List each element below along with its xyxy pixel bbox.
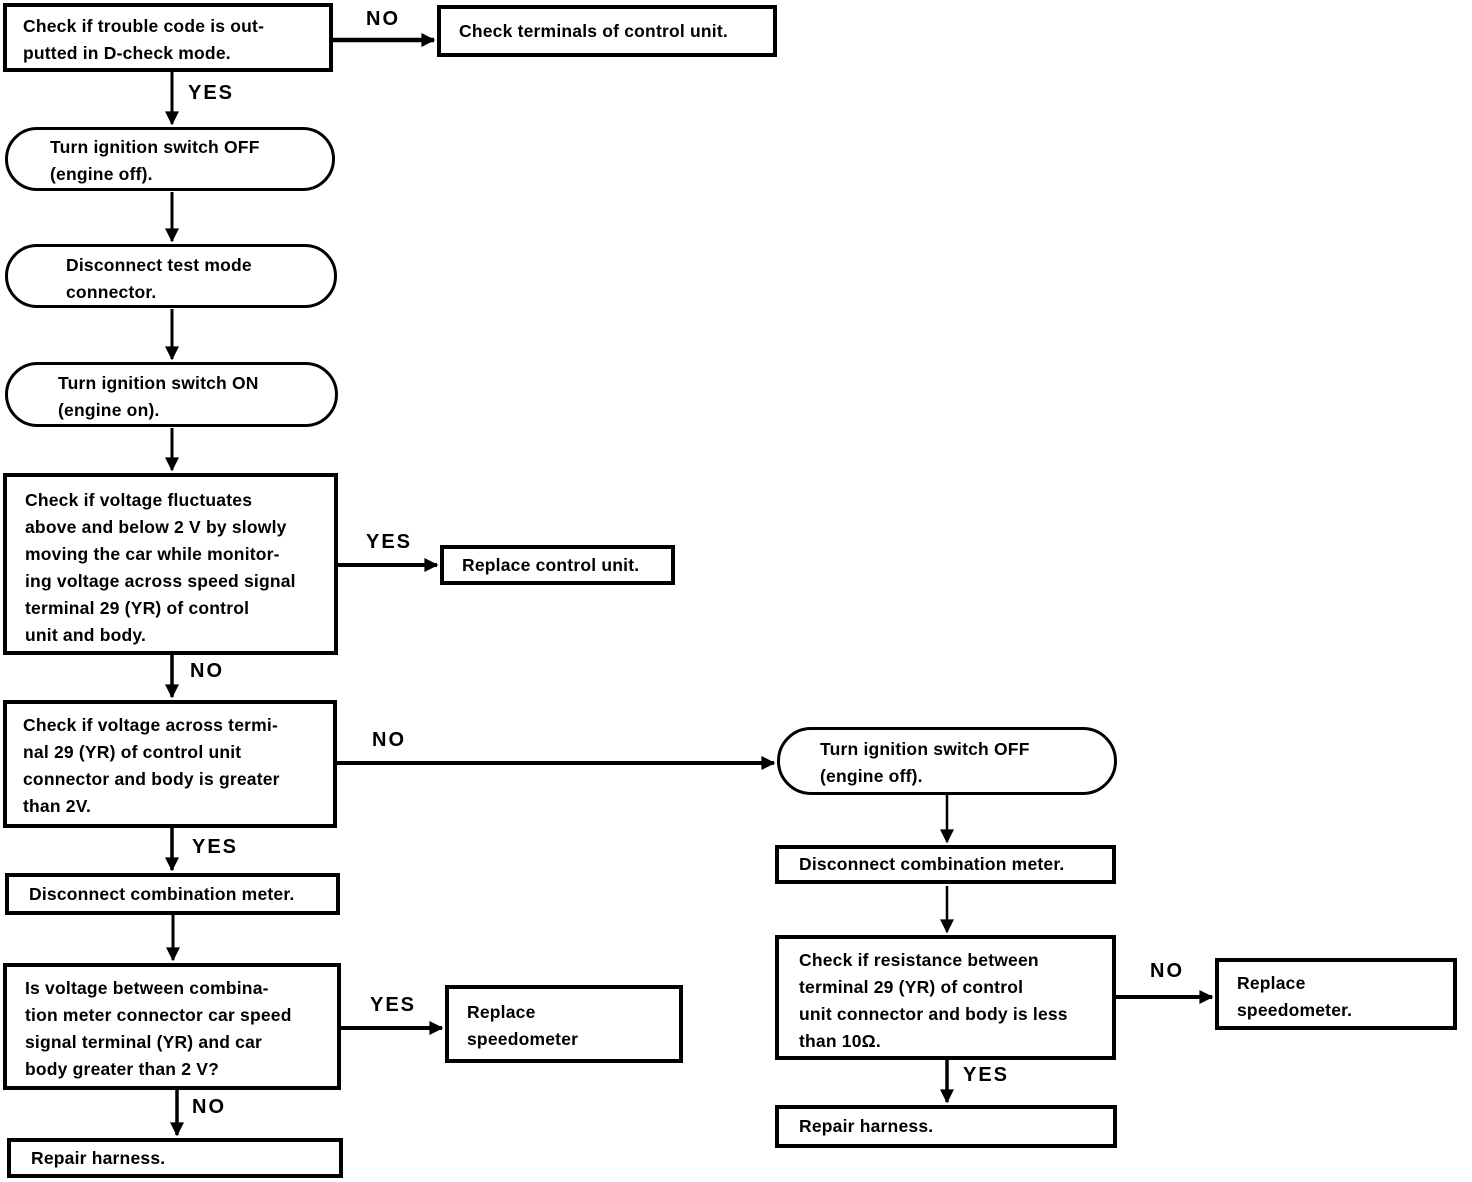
edge-label-trouble-yes: YES	[188, 82, 235, 104]
node-ignition-off-left: Turn ignition switch OFF (engine off).	[5, 127, 335, 191]
node-repair-harness-left: Repair harness.	[7, 1138, 343, 1178]
node-replace-control-unit: Replace control unit.	[440, 545, 675, 585]
node-replace-speedometer-left: Replace speedometer	[445, 985, 683, 1063]
edge-label-resistance-yes: YES	[963, 1064, 1010, 1086]
node-disconnect-combination-meter-right: Disconnect combination meter.	[775, 845, 1116, 884]
node-ignition-off-right: Turn ignition switch OFF (engine off).	[777, 727, 1117, 795]
node-check-terminals: Check terminals of control unit.	[437, 5, 777, 57]
edge-label-resistance-no: NO	[1150, 960, 1184, 982]
node-repair-harness-right: Repair harness.	[775, 1105, 1117, 1148]
edge-label-fluctuate-no: NO	[190, 660, 224, 682]
edge-label-voltage29-yes: YES	[192, 836, 239, 858]
node-disconnect-combination-meter-left: Disconnect combination meter.	[5, 873, 340, 915]
node-check-voltage-terminal29: Check if voltage across termi- nal 29 (Y…	[3, 700, 337, 828]
node-ignition-on: Turn ignition switch ON (engine on).	[5, 362, 338, 427]
edge-label-meter-voltage-no: NO	[192, 1096, 226, 1118]
edge-label-trouble-no: NO	[366, 8, 400, 30]
edge-label-fluctuate-yes: YES	[366, 531, 413, 553]
node-check-resistance: Check if resistance between terminal 29 …	[775, 935, 1116, 1060]
edge-label-voltage29-no: NO	[372, 729, 406, 751]
node-replace-speedometer-right: Replace speedometer.	[1215, 958, 1457, 1030]
node-check-trouble-code: Check if trouble code is out- putted in …	[3, 3, 333, 72]
node-disconnect-test-mode: Disconnect test mode connector.	[5, 244, 337, 308]
edge-label-meter-voltage-yes: YES	[370, 994, 417, 1016]
node-meter-voltage-question: Is voltage between combina- tion meter c…	[3, 963, 341, 1090]
node-check-voltage-fluctuates: Check if voltage fluctuates above and be…	[3, 473, 338, 655]
